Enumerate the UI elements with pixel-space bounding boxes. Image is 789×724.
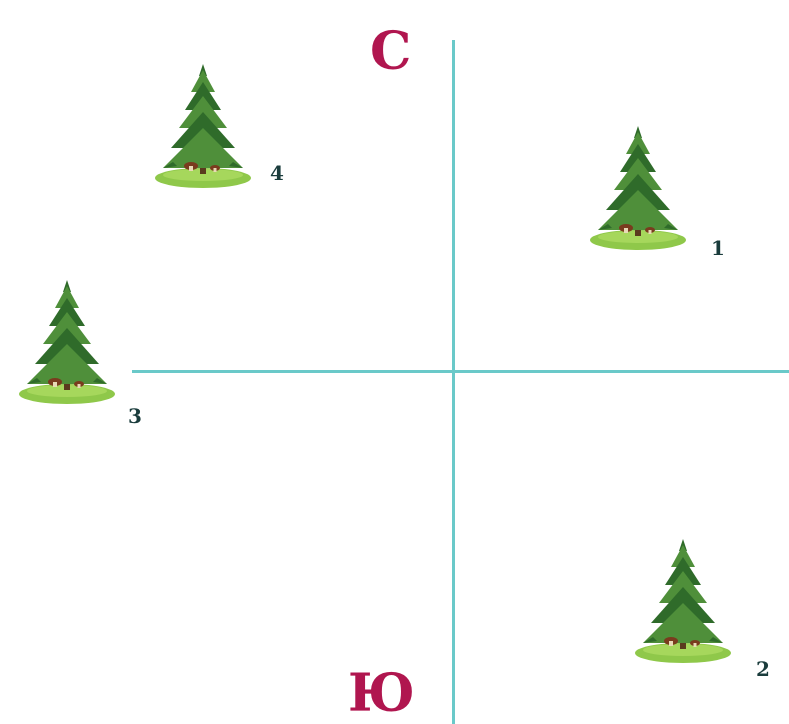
tree-number-3: 3 <box>128 404 142 428</box>
spruce-tree-icon <box>17 278 117 406</box>
south-label: Ю <box>348 663 415 724</box>
tree-number-1: 1 <box>711 236 725 260</box>
north-label: С <box>370 21 412 82</box>
north-south-axis <box>452 40 455 724</box>
tree-number-4: 4 <box>270 161 284 185</box>
spruce-tree-icon <box>588 124 688 252</box>
spruce-tree-icon <box>153 62 253 190</box>
tree-number-2: 2 <box>756 657 770 681</box>
east-west-axis <box>132 370 789 373</box>
spruce-tree-icon <box>633 537 733 665</box>
